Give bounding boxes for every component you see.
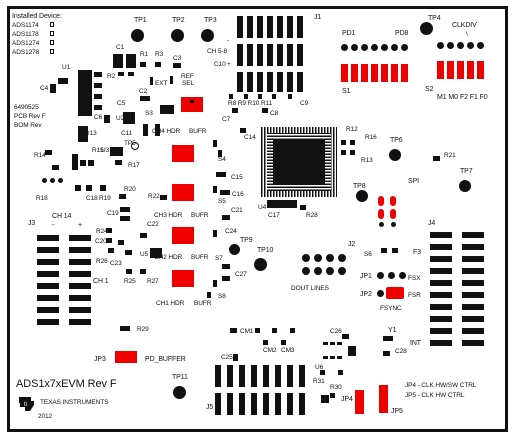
svg-text:ti: ti <box>24 402 27 408</box>
label-tp2: TP2 <box>172 17 185 24</box>
label-u1: U1 <box>62 64 71 71</box>
bom-rev: BOM Rev <box>14 122 42 129</box>
installed-device-heading: Installed Device: <box>12 13 62 20</box>
jumper-jp3[interactable] <box>115 351 137 363</box>
ic-u1 <box>78 70 92 116</box>
testpoint-tp11 <box>173 386 186 399</box>
jumper-jp2[interactable] <box>386 287 404 299</box>
switch-ref-select[interactable] <box>181 97 203 112</box>
testpoint-tp8 <box>356 190 368 202</box>
pcb-rev: PCB Rev F <box>14 113 46 120</box>
switch-s1[interactable] <box>341 64 409 82</box>
header-ch2[interactable] <box>172 227 194 244</box>
testpoint-tp5 <box>131 142 139 150</box>
brand-text: TEXAS INSTRUMENTS <box>40 399 109 406</box>
switch-s2[interactable] <box>437 61 487 79</box>
testpoint-tp9 <box>229 244 240 255</box>
header-ch1[interactable] <box>172 270 194 287</box>
jumper-jp4[interactable] <box>355 390 364 414</box>
label-tp1: TP1 <box>134 17 147 24</box>
testpoint-tp3 <box>201 29 214 42</box>
testpoint-tp6 <box>389 149 401 161</box>
pcb-number: 6490525 <box>14 104 39 111</box>
testpoint-tp7 <box>459 180 471 192</box>
connector-j4[interactable] <box>430 232 486 352</box>
device-ads1174: ADS1174 <box>12 22 39 29</box>
ic-u4 <box>267 200 297 208</box>
device-ads1274: ADS1274 <box>12 40 40 47</box>
testpoint-tp1 <box>131 29 144 42</box>
connector-j1[interactable] <box>237 16 307 94</box>
connector-j3[interactable] <box>37 235 93 335</box>
device-ads1278: ADS1278 <box>12 49 40 56</box>
device-ads1178: ADS1178 <box>12 31 39 38</box>
clkdiv-pins <box>437 42 487 50</box>
connector-j2[interactable] <box>302 254 348 280</box>
jumper-jp5[interactable] <box>379 385 388 413</box>
testpoint-tp4 <box>420 22 433 35</box>
label-tp3: TP3 <box>204 17 217 24</box>
spi-jumper-block[interactable] <box>378 196 400 232</box>
jumper-pins-top <box>341 44 409 52</box>
ic-u6 <box>323 342 363 374</box>
header-ch4[interactable] <box>172 145 194 162</box>
ti-logo-icon: ti <box>16 394 36 414</box>
year-text: 2012 <box>38 413 53 420</box>
board-title: ADS1x7xEVM Rev F <box>16 378 117 390</box>
testpoint-tp10 <box>254 258 267 271</box>
connector-j5[interactable] <box>215 365 307 420</box>
header-ch3[interactable] <box>172 184 194 201</box>
testpoint-tp2 <box>171 29 184 42</box>
